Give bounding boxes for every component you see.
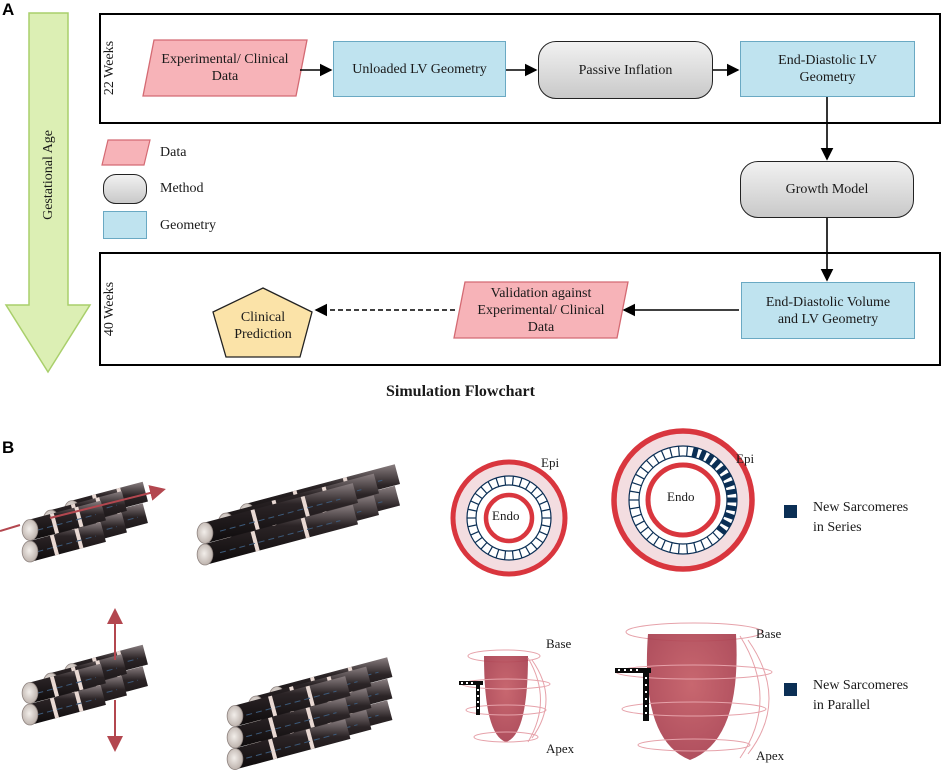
node-end-diastolic-lv-geometry: End-Diastolic LV Geometry: [740, 41, 915, 97]
base-label-small: Base: [546, 636, 572, 651]
node-unloaded-lv-geometry: Unloaded LV Geometry: [333, 41, 506, 97]
small-cross-section: [450, 459, 568, 577]
node-passive-inflation: Passive Inflation: [538, 41, 713, 99]
validation-shape: [453, 281, 629, 339]
legend-data-label: Data: [160, 145, 187, 160]
clinical-prediction-shape: [212, 287, 313, 358]
legend-method-label: Method: [160, 181, 204, 196]
endo-label-large: Endo: [667, 489, 695, 504]
series-arrow-right: [49, 485, 166, 519]
muscle-fiber: [21, 522, 106, 563]
muscle-fiber: [21, 685, 106, 726]
series-legend-line2: in Series: [813, 520, 862, 535]
node-experimental-data: Experimental/ Clinical Data: [161, 52, 289, 84]
muscle-fiber: [21, 663, 106, 704]
series-legend-label: New Sarcomeres in Series: [813, 498, 908, 538]
node-clinical-prediction: Clinical Prediction: [234, 310, 292, 342]
muscle-fiber: [196, 504, 359, 566]
legend-data-shape: [101, 139, 151, 166]
parallel-legend-label: New Sarcomeres in Parallel: [813, 676, 908, 716]
panel-a-letter: A: [2, 0, 15, 19]
endo-label-small: Endo: [492, 508, 520, 523]
muscle-fiber: [196, 483, 359, 544]
epi-label-large: Epi: [736, 451, 755, 466]
parallel-legend-square: [784, 683, 797, 696]
node-validation: Validation against Experimental/ Clinica…: [477, 285, 605, 335]
muscle-fiber: [21, 500, 106, 541]
legend-geometry-shape: [103, 211, 147, 239]
base-label-large: Base: [756, 626, 782, 641]
flowchart-shapes: [101, 39, 834, 358]
legend-geometry-label: Geometry: [160, 218, 216, 233]
series-arrow-left: [0, 524, 21, 532]
flowchart-caption: Simulation Flowchart: [386, 383, 535, 400]
series-legend-line1: New Sarcomeres: [813, 500, 909, 515]
small-ventricle: [459, 649, 551, 743]
stage-40-weeks-box: [99, 252, 941, 366]
gestational-age-arrow: [4, 12, 92, 374]
apex-label-large: Apex: [756, 748, 785, 763]
parallel-legend-line1: New Sarcomeres: [813, 678, 909, 693]
large-cross-section: [611, 428, 755, 572]
epi-label-small: Epi: [541, 455, 560, 470]
large-parallel-bar-h: [615, 668, 651, 673]
apex-label-small: Apex: [546, 741, 575, 756]
large-parallel-bar-v: [643, 668, 649, 721]
legend-method-shape: [103, 174, 147, 204]
muscle-fiber: [226, 719, 351, 770]
node-growth-model: Growth Model: [740, 161, 914, 218]
node-end-diastolic-volume: End-Diastolic Volume and LV Geometry: [741, 282, 915, 339]
experimental-data-shape: [142, 39, 308, 97]
parallel-legend-line2: in Parallel: [813, 698, 871, 713]
series-legend-square: [784, 505, 797, 518]
stage-22-weeks-box: [99, 13, 941, 124]
muscle-fiber: [226, 676, 351, 727]
small-parallel-bar-v: [476, 681, 480, 715]
panel-b-letter: B: [2, 438, 15, 457]
large-ventricle: [615, 622, 773, 760]
muscle-fiber: [226, 697, 351, 749]
